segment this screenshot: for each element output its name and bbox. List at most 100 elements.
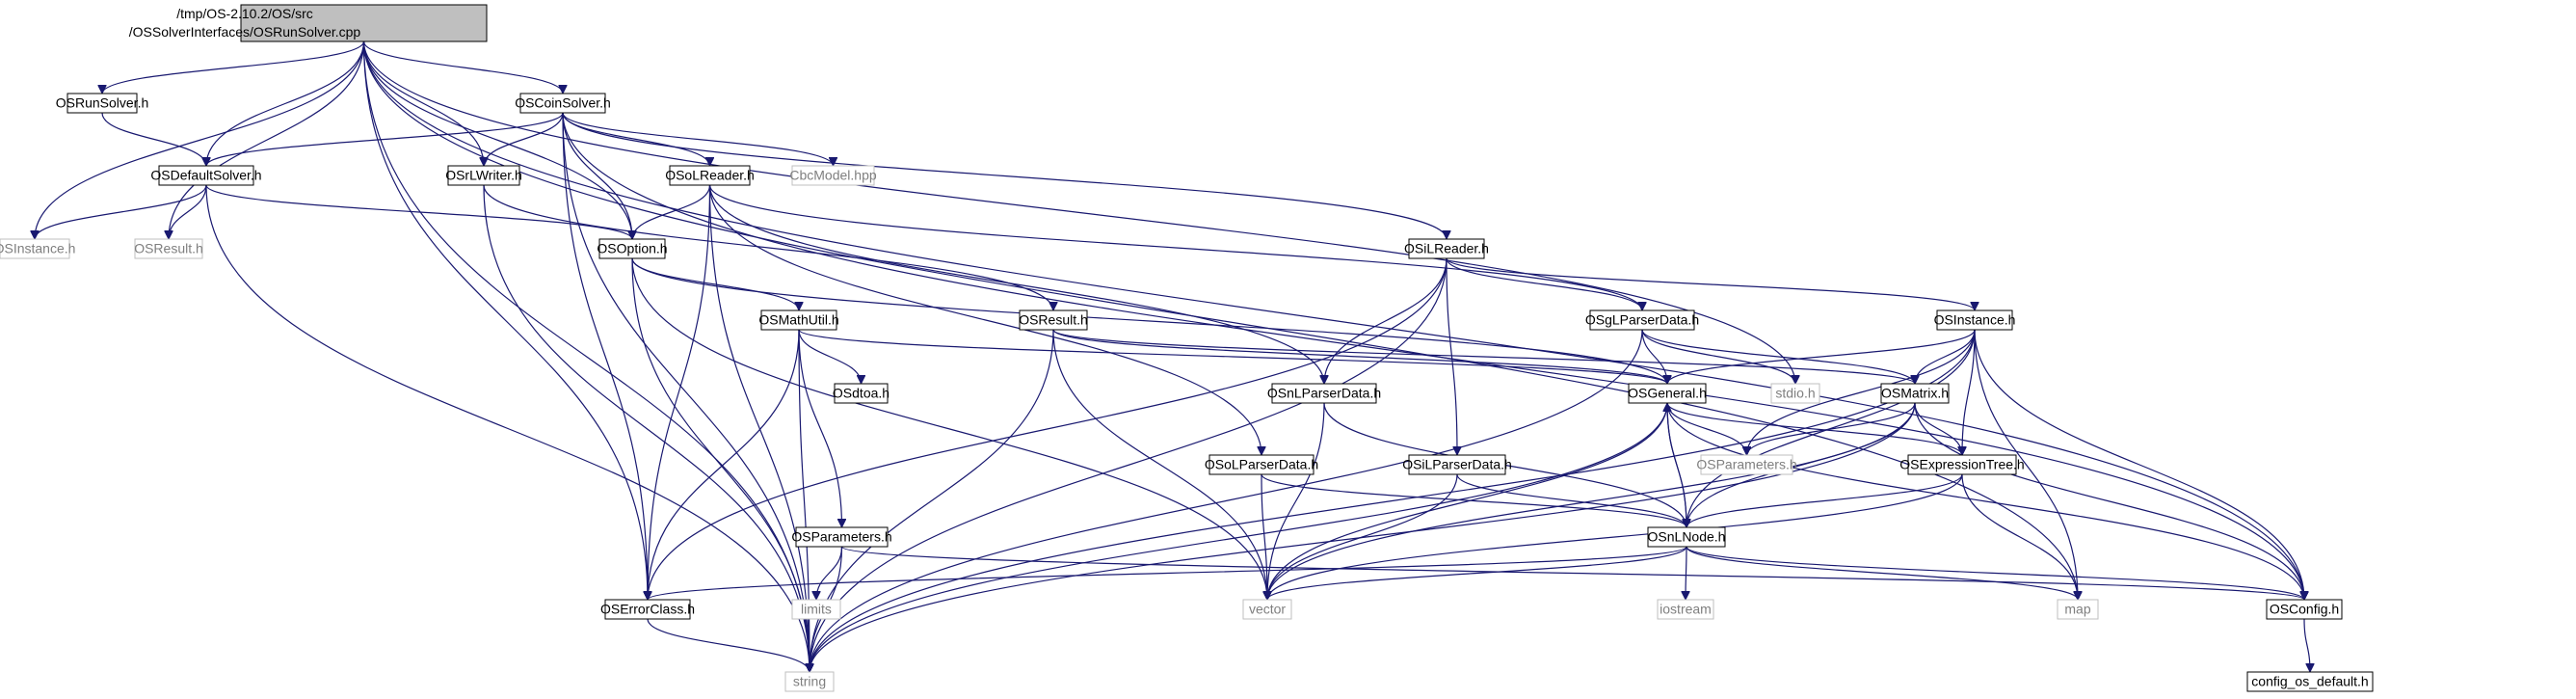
node-label: /OSSolverInterfaces/OSRunSolver.cpp — [129, 24, 361, 40]
node-box — [669, 165, 751, 186]
node-label: OSoLReader.h — [665, 168, 755, 183]
edges — [35, 40, 2310, 673]
node-osresult-h[interactable]: OSResult.h — [1019, 309, 1088, 331]
node-label: OSResult.h — [134, 241, 203, 256]
node-box — [1628, 383, 1707, 404]
node-oscoinsolver-h[interactable]: OSCoinSolver.h — [515, 93, 611, 114]
node-box — [134, 238, 203, 259]
edge-osmathutil-h-to-osparameters-h — [798, 329, 842, 527]
node-box — [1208, 454, 1315, 475]
node-osinstance-h-top: OSInstance.h — [0, 238, 75, 259]
node-box — [158, 165, 254, 186]
edge-oscoinsolver-h-to-cbcmodel-hpp — [562, 112, 834, 167]
node-osolparserdata-h[interactable]: OSoLParserData.h — [1205, 454, 1318, 475]
edge-osresult-h-to-osmatrix-h — [1052, 329, 1915, 385]
edge-oserrorclass-h-to-string — [647, 618, 810, 673]
edge-osnlparserdata-h-to-vector — [1267, 402, 1325, 600]
node-osnlparserdata-h[interactable]: OSnLParserData.h — [1267, 383, 1381, 404]
node-label: OSResult.h — [1019, 312, 1088, 328]
node-osilparserdata-h[interactable]: OSiLParserData.h — [1402, 454, 1512, 475]
node-stdio-h: stdio.h — [1770, 383, 1820, 404]
node-label: OSnLNode.h — [1648, 529, 1726, 545]
node-osdefaultsolver-h[interactable]: OSDefaultSolver.h — [150, 165, 262, 186]
node-osdtoa-h[interactable]: OSdtoa.h — [833, 383, 890, 404]
node-box — [1242, 599, 1292, 620]
edge-root-to-osinstance-h-top — [35, 40, 365, 239]
node-label: string — [793, 674, 826, 689]
node-osrunsolver-h[interactable]: OSRunSolver.h — [56, 93, 149, 114]
edge-osdefaultsolver-h-to-osoption-h — [205, 184, 632, 240]
edge-osilreader-h-to-osglparserdata-h — [1446, 257, 1642, 311]
node-osresult-h-top: OSResult.h — [134, 238, 203, 259]
node-osoption-h[interactable]: OSOption.h — [597, 238, 668, 259]
edge-osmatrix-h-to-vector — [1267, 402, 1916, 600]
edge-root-to-osrunsolver-h — [102, 40, 365, 94]
edge-osolparserdata-h-to-vector — [1261, 473, 1267, 600]
edge-osmathutil-h-to-oserrorclass-h — [648, 329, 800, 600]
node-label: OSgLParserData.h — [1585, 312, 1699, 328]
edge-root-to-oserrorclass-h — [362, 40, 649, 600]
node-label: config_os_default.h — [2251, 674, 2368, 689]
node-string: string — [784, 671, 835, 692]
node-iostream: iostream — [1657, 599, 1714, 620]
node-osolreader-h[interactable]: OSoLReader.h — [665, 165, 755, 186]
node-limits: limits — [791, 599, 841, 620]
node-box — [834, 383, 889, 404]
node-label: OSGeneral.h — [1628, 386, 1707, 401]
edge-osrlwriter-h-to-osresult-h — [483, 184, 1053, 310]
node-osconfig-h[interactable]: OSConfig.h — [2266, 599, 2343, 620]
edge-osinstance-h-to-map — [1974, 329, 2078, 600]
nodes: /tmp/OS-2.10.2/OS/src/OSSolverInterfaces… — [0, 4, 2374, 692]
node-label: OSInstance.h — [1934, 312, 2016, 328]
edge-osolreader-h-to-osolparserdata-h — [708, 184, 1262, 455]
edge-osmathutil-h-to-osdtoa-h — [798, 329, 862, 385]
edge-osglparserdata-h-to-osmatrix-h — [1641, 329, 1915, 385]
node-label: OSParameters.h — [791, 529, 891, 545]
edge-osnlnode-h-to-osgeneral-h — [1667, 403, 1687, 528]
node-label: OSrLWriter.h — [445, 168, 522, 183]
node-osparameters-h[interactable]: OSParameters.h — [791, 526, 892, 548]
node-label: OSdtoa.h — [833, 386, 890, 401]
edge-osglparserdata-h-to-string — [810, 329, 1643, 672]
node-box — [2057, 599, 2099, 620]
node-box — [784, 671, 835, 692]
node-osilreader-h[interactable]: OSiLReader.h — [1404, 238, 1489, 259]
node-osnlnode-h[interactable]: OSnLNode.h — [1647, 526, 1726, 548]
node-cbcmodel-hpp: CbcModel.hpp — [789, 165, 877, 186]
edge-osrlwriter-h-to-string — [483, 184, 810, 672]
node-root[interactable]: /tmp/OS-2.10.2/OS/src/OSSolverInterfaces… — [129, 4, 488, 42]
edge-oscoinsolver-h-to-osoption-h — [562, 112, 632, 239]
node-label: /tmp/OS-2.10.2/OS/src — [176, 6, 313, 21]
edge-root-to-osresult-h-top — [169, 40, 365, 239]
node-osinstance-h[interactable]: OSInstance.h — [1934, 309, 2016, 331]
node-oserrorclass-h[interactable]: OSErrorClass.h — [600, 599, 695, 620]
edge-osoption-h-to-string — [631, 257, 810, 672]
node-label: OSOption.h — [597, 241, 667, 256]
edge-osilreader-h-to-osilparserdata-h — [1446, 257, 1457, 455]
edge-osdefaultsolver-h-to-osresult-h-top — [169, 184, 207, 239]
edge-osresult-h-to-string — [810, 329, 1054, 672]
edge-osresult-h-to-osgeneral-h — [1052, 329, 1667, 385]
edge-osglparserdata-h-to-stdio-h — [1641, 329, 1795, 385]
node-label: OSConfig.h — [2270, 602, 2339, 617]
node-osglparserdata-h[interactable]: OSgLParserData.h — [1585, 309, 1699, 331]
edge-osolreader-h-to-string — [708, 184, 810, 672]
edge-osilreader-h-to-osinstance-h — [1446, 257, 1975, 311]
edge-osmatrix-h-to-osexpressiontree-h — [1914, 402, 1962, 456]
node-label: CbcModel.hpp — [789, 168, 876, 183]
edge-osoption-h-to-osgeneral-h — [631, 257, 1667, 384]
node-osmatrix-h[interactable]: OSMatrix.h — [1880, 383, 1950, 404]
node-osmathutil-h[interactable]: OSMathUtil.h — [758, 309, 839, 331]
edge-osexpressiontree-h-to-map — [1961, 473, 2078, 600]
node-label: OSiLParserData.h — [1402, 457, 1512, 472]
node-osgeneral-h[interactable]: OSGeneral.h — [1628, 383, 1707, 404]
edge-osinstance-h-to-osgeneral-h — [1667, 329, 1976, 385]
edge-osolreader-h-to-osglparserdata-h — [708, 184, 1643, 310]
node-osexpressiontree-h[interactable]: OSExpressionTree.h — [1899, 454, 2025, 475]
node-osrlwriter-h[interactable]: OSrLWriter.h — [445, 165, 522, 186]
node-box — [791, 165, 875, 186]
edge-osilparserdata-h-to-osnlnode-h — [1456, 473, 1686, 528]
edge-osdefaultsolver-h-to-osinstance-h-top — [35, 184, 207, 240]
edge-osolreader-h-to-osoption-h — [632, 184, 711, 240]
node-config-os-default-h[interactable]: config_os_default.h — [2246, 671, 2374, 692]
